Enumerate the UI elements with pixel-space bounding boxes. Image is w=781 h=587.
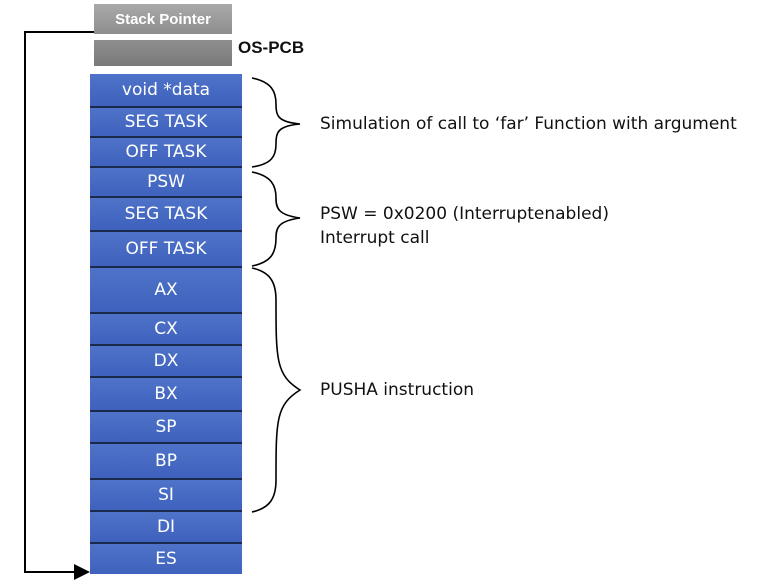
stack-cell-es: ES — [90, 544, 242, 574]
annotation-interrupt-call: Interrupt call — [320, 228, 430, 248]
brace-pusha — [251, 267, 302, 513]
annotation-far-call: Simulation of call to ‘far’ Function wit… — [320, 114, 737, 134]
stack-pointer-arrow — [24, 31, 94, 580]
stack-cell-cx: CX — [90, 314, 242, 346]
stack-cell-sp: SP — [90, 412, 242, 444]
annotation-psw: PSW = 0x0200 (Interruptenabled) — [320, 204, 609, 224]
stack-cell-si: SI — [90, 480, 242, 512]
stack-cell-ax: AX — [90, 268, 242, 314]
stack-cell-off-task-1: OFF TASK — [90, 138, 242, 168]
stack-cell-seg-task-2: SEG TASK — [90, 198, 242, 232]
stack-pointer-label: Stack Pointer — [115, 10, 211, 28]
brace-far-call — [251, 77, 301, 168]
stack-cell-seg-task-1: SEG TASK — [90, 108, 242, 138]
os-pcb-box — [94, 40, 232, 66]
stack-cell-psw: PSW — [90, 168, 242, 198]
stack-cell-di: DI — [90, 512, 242, 544]
stack-cell-bx: BX — [90, 378, 242, 412]
annotation-pusha: PUSHA instruction — [320, 380, 474, 400]
os-pcb-label: OS-PCB — [238, 38, 305, 57]
stack-cell-bp: BP — [90, 444, 242, 480]
stack-pointer-box: Stack Pointer — [94, 4, 232, 34]
stack-cell-dx: DX — [90, 346, 242, 378]
brace-interrupt — [251, 171, 301, 267]
stack-cell-void-data: void *data — [90, 74, 242, 108]
stack-cell-off-task-2: OFF TASK — [90, 232, 242, 268]
